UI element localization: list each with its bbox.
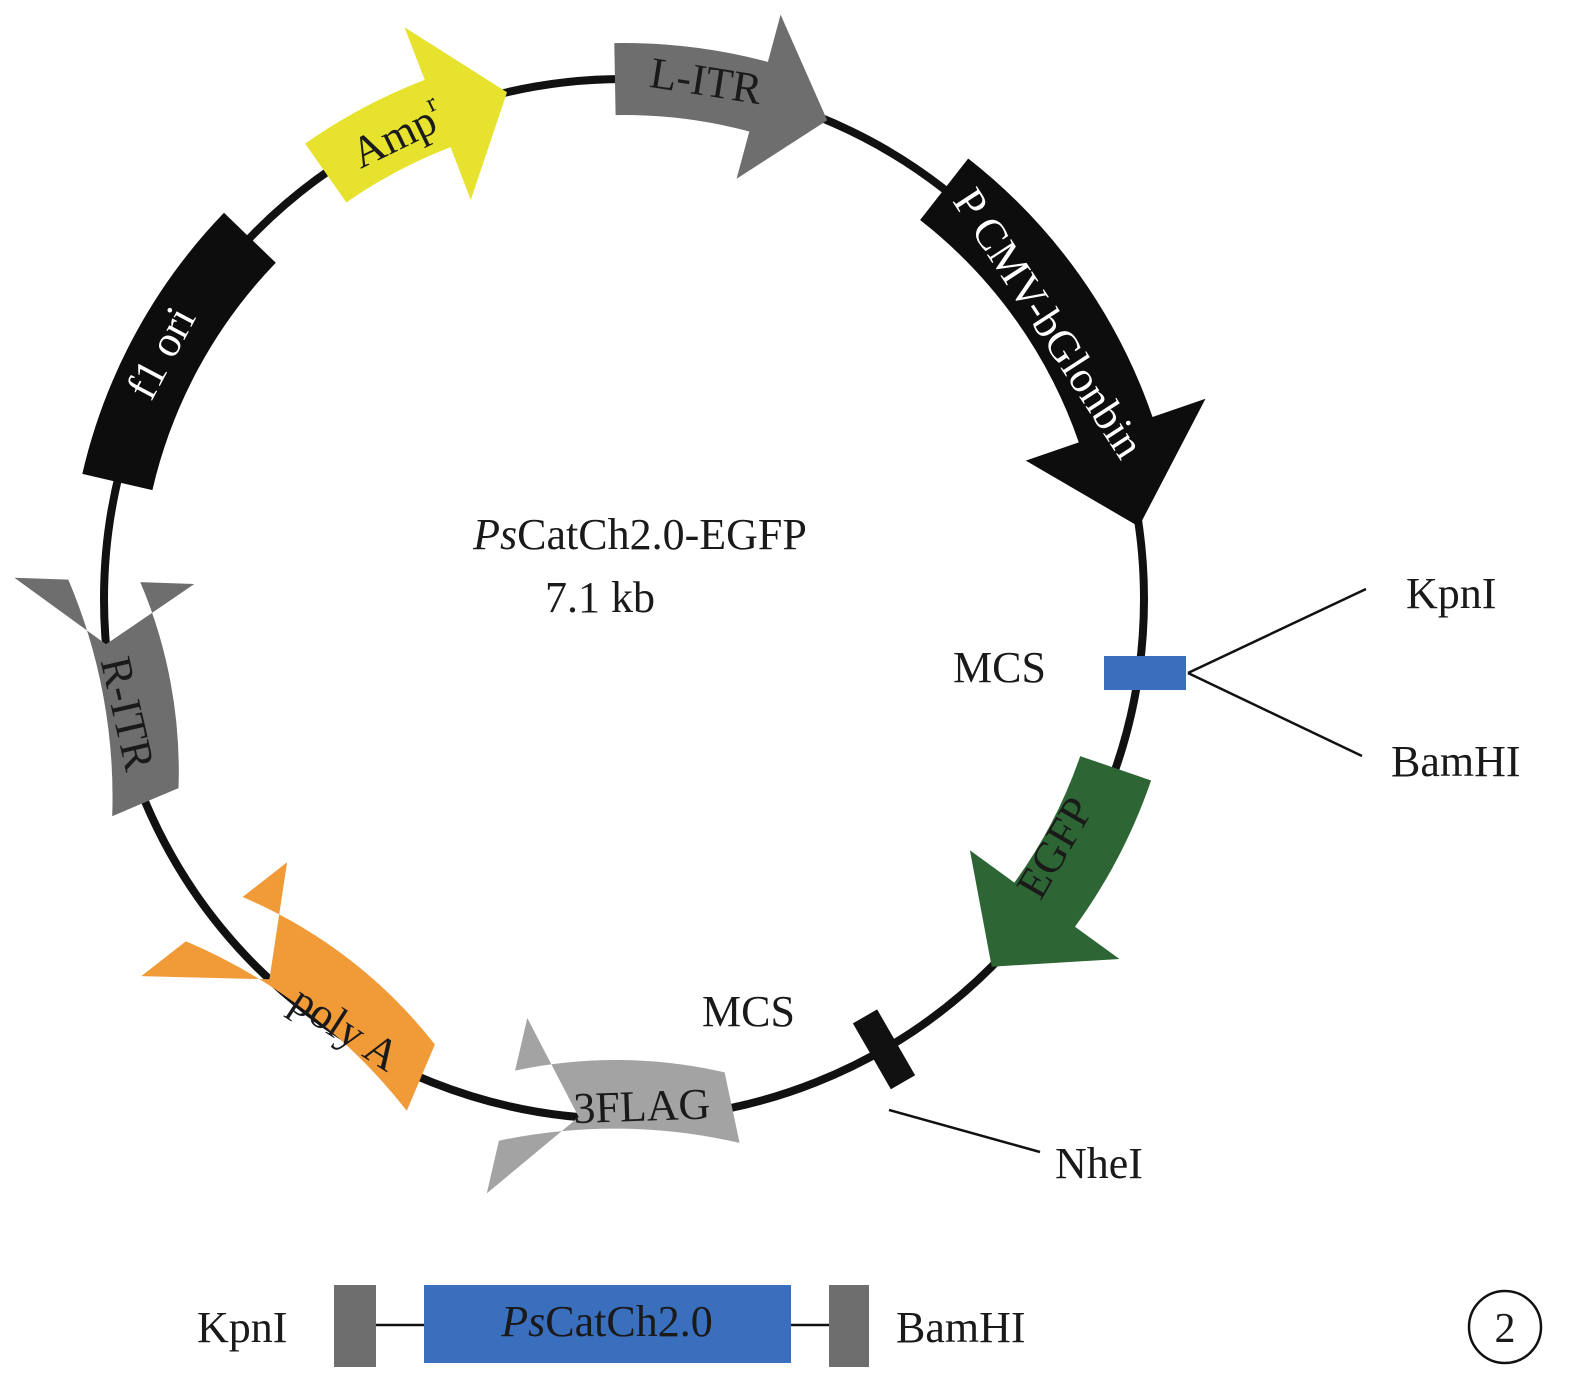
insert-construct: KpnI BamHI PsCatCh2.0 xyxy=(197,1285,1026,1367)
feature-arc-ampr xyxy=(305,27,507,203)
insert-label: PsCatCh2.0 xyxy=(500,1297,712,1346)
feature-label-pcmv: P CMV-bGlonbin xyxy=(943,179,1153,466)
feature-arc-pcmv xyxy=(920,158,1206,527)
feature-arc-l-itr xyxy=(614,14,828,179)
feature-arc-f1ori xyxy=(82,212,276,491)
site-kpni: KpnI xyxy=(1406,569,1496,618)
insert-label-italic: Ps xyxy=(500,1297,545,1346)
mcs-box-kpni-bamhi xyxy=(1104,656,1186,690)
plasmid-name-rest: CatCh2.0-EGFP xyxy=(517,510,807,559)
mcs-label-2: MCS xyxy=(702,987,795,1036)
nhei-leader-line xyxy=(888,1108,1041,1154)
insert-right-site: BamHI xyxy=(896,1303,1026,1352)
insert-box xyxy=(424,1285,791,1363)
insert-label-rest: CatCh2.0 xyxy=(545,1297,712,1346)
plasmid-size: 7.1 kb xyxy=(545,573,655,622)
feature-arc-3flag xyxy=(486,1018,740,1194)
mcs-box-nhei xyxy=(852,1009,916,1090)
panel-number: 2 xyxy=(1495,1306,1516,1352)
site-nhei: NheI xyxy=(1055,1139,1143,1188)
insert-right-flank xyxy=(829,1285,869,1367)
mcs-label-1: MCS xyxy=(953,643,1046,692)
feature-label-3flag: 3FLAG xyxy=(572,1079,711,1133)
plasmid-name: PsCatCh2.0-EGFP xyxy=(472,510,807,559)
site-bamhi: BamHI xyxy=(1391,737,1521,786)
insert-left-site: KpnI xyxy=(197,1303,287,1352)
feature-arc-polya xyxy=(141,862,435,1111)
bamhi-leader-line xyxy=(1187,671,1363,758)
insert-left-flank xyxy=(334,1285,376,1367)
kpni-leader-line xyxy=(1187,587,1367,675)
panel-number-circle xyxy=(1467,1289,1543,1365)
plasmid-name-italic: Ps xyxy=(472,510,517,559)
feature-arc-r-itr xyxy=(14,577,195,817)
feature-arc-egfp xyxy=(969,756,1152,967)
